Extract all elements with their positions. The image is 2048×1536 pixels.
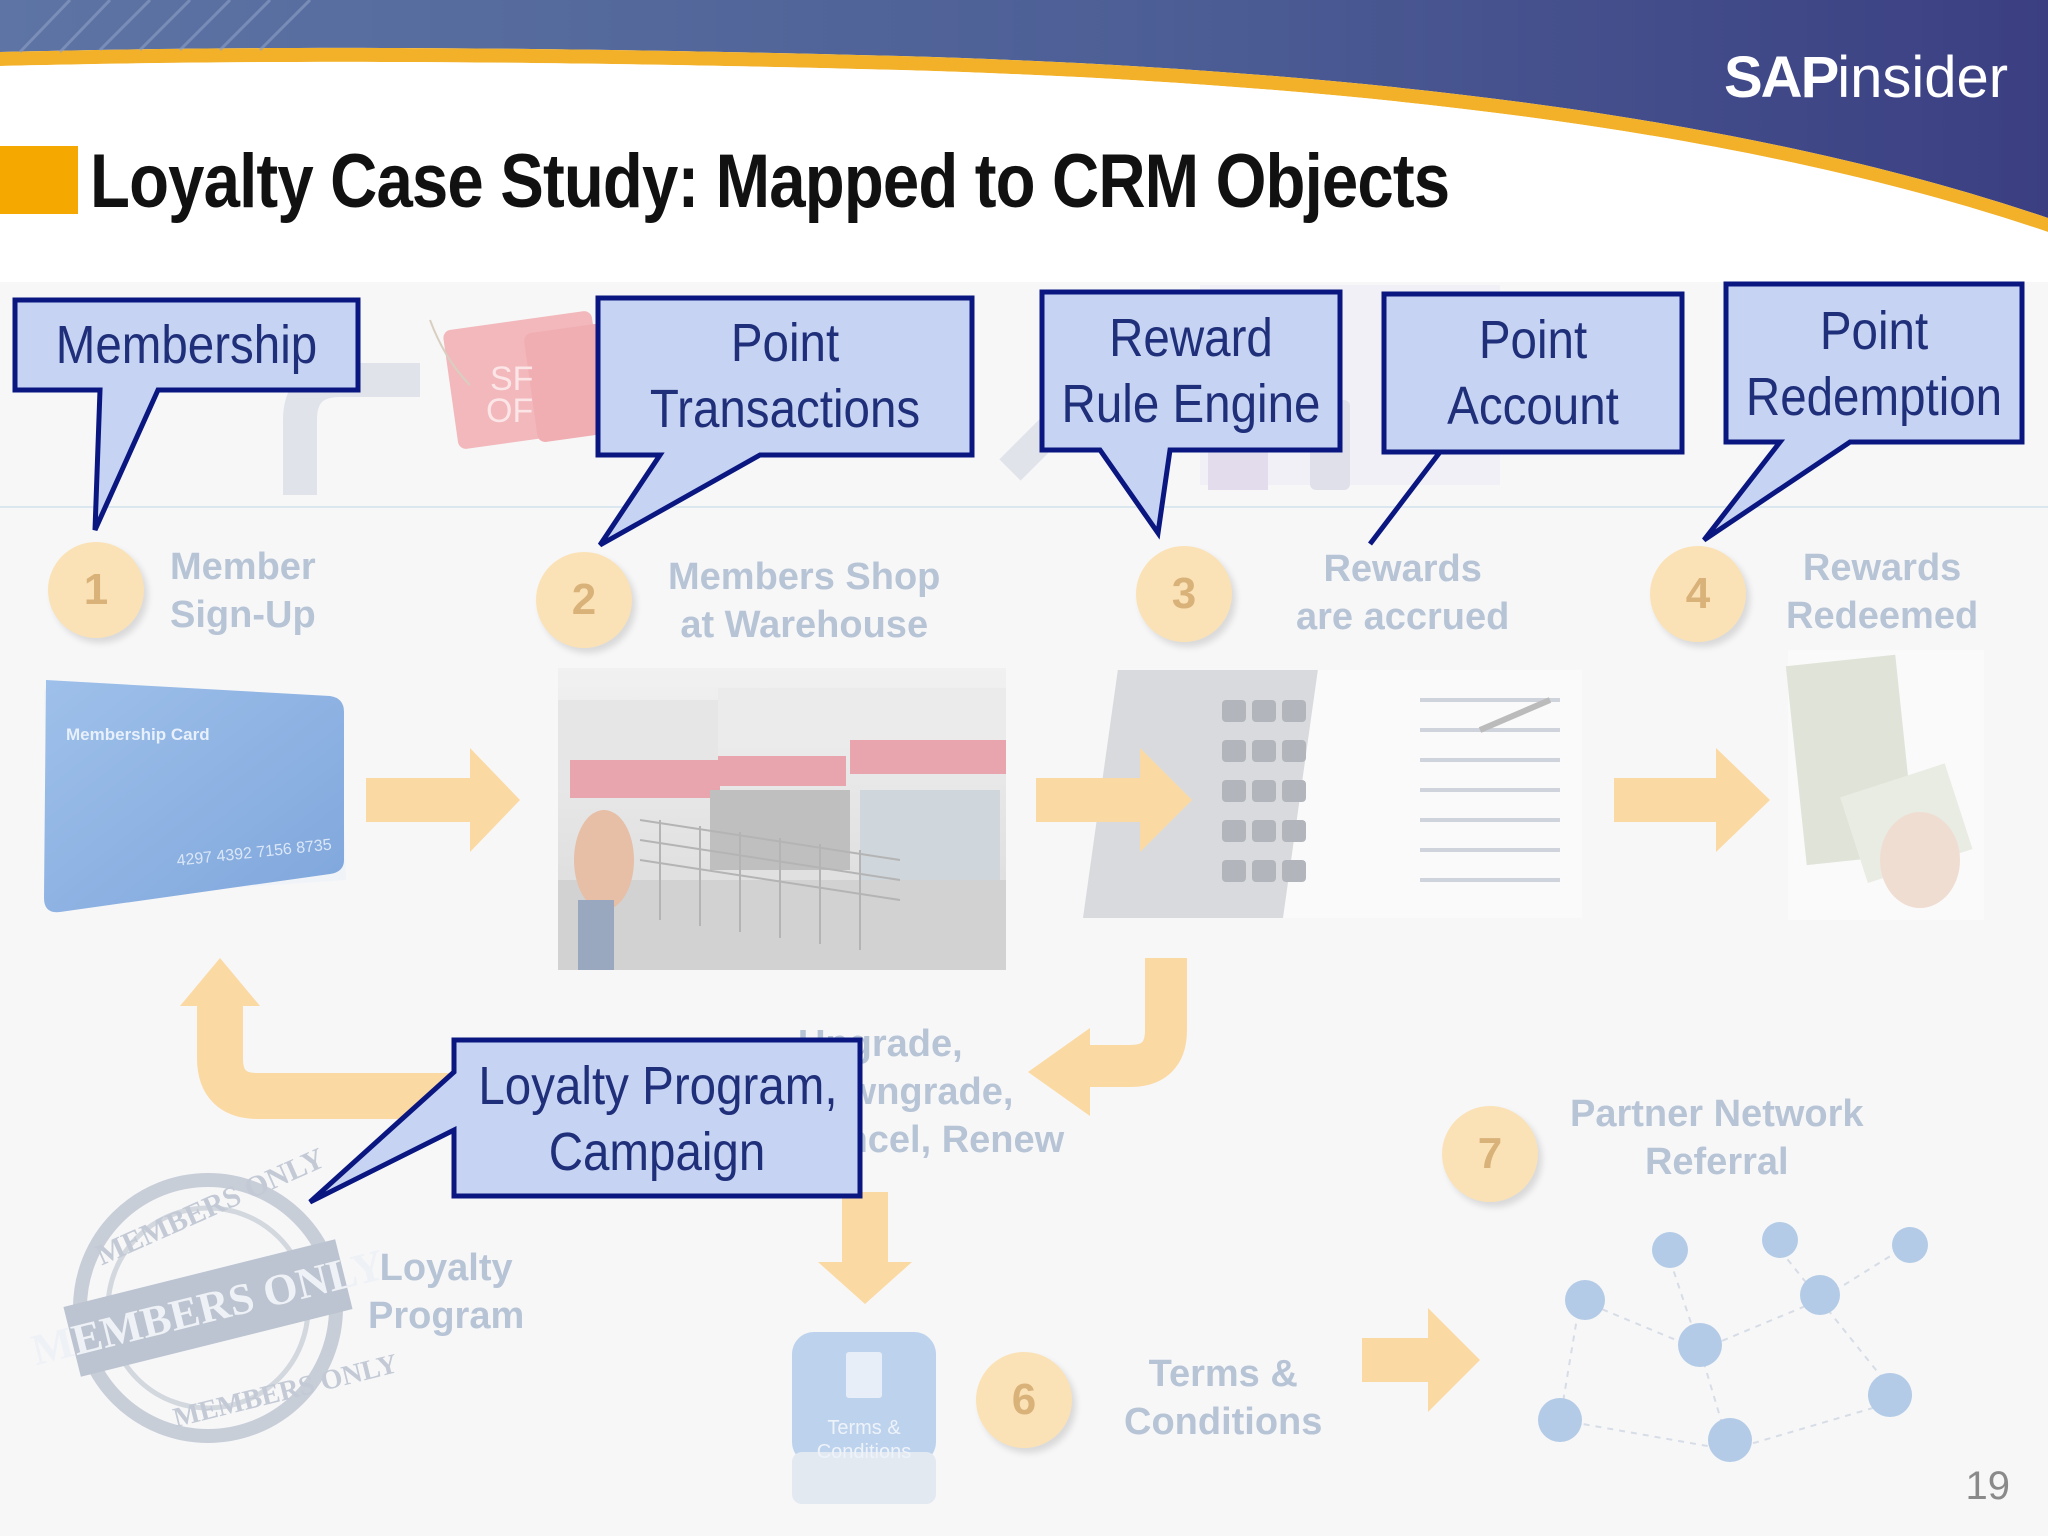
callout-loyalty-program-campaign-text: Loyalty Program,Campaign	[478, 1056, 838, 1182]
warehouse-store-image	[558, 668, 1006, 970]
sapinsider-logo: SAPinsider	[1724, 45, 2009, 110]
sale-tag-text: OF	[486, 392, 533, 430]
callout-membership-text: Membership	[55, 315, 318, 375]
step-circle-3: 3	[1136, 546, 1232, 642]
cash-redemption-image	[1785, 650, 1984, 920]
page-title: Loyalty Case Study: Mapped to CRM Object…	[90, 139, 1450, 224]
step-label-terms: Terms &Conditions	[1124, 1353, 1323, 1443]
terms-icon-text: Conditions	[817, 1441, 912, 1463]
flow-arrows	[366, 748, 1770, 1412]
callout-point-transactions	[595, 295, 975, 548]
step-circle-1: 1	[48, 542, 144, 638]
callout-reward-rule-engine	[1039, 289, 1343, 540]
partner-network-image	[1538, 1222, 1928, 1462]
terms-icon-text: Terms &	[827, 1417, 901, 1439]
loop-back-arrow-head	[180, 958, 260, 1006]
card-label: Membership Card	[66, 725, 210, 744]
loop-back-arrow	[197, 1000, 460, 1119]
callout-point-redemption	[1702, 281, 2025, 543]
callout-point-account	[1368, 291, 1685, 546]
terms-conditions-icon: Terms & Conditions	[792, 1332, 936, 1504]
sale-tag-image: SF OF	[429, 311, 617, 449]
sale-tag-text: SF	[490, 360, 533, 398]
calculator-image	[1082, 670, 1582, 918]
upgrade-arrow-head	[1028, 1028, 1090, 1116]
header-band	[0, 0, 2048, 240]
page-number: 19	[1965, 1464, 2011, 1508]
membership-card-image: Membership Card 4297 4392 7156 8735	[44, 680, 346, 913]
callout-membership	[12, 297, 361, 532]
step-circle-2: 2	[536, 552, 632, 648]
step-circle-4: 4	[1650, 546, 1746, 642]
title-accent-square	[0, 146, 78, 214]
step-circle-6: 6	[976, 1352, 1072, 1448]
step-circle-7: 7	[1442, 1106, 1538, 1202]
upgrade-arrow	[1080, 958, 1187, 1087]
callout-loyalty-program-campaign	[308, 1037, 863, 1205]
